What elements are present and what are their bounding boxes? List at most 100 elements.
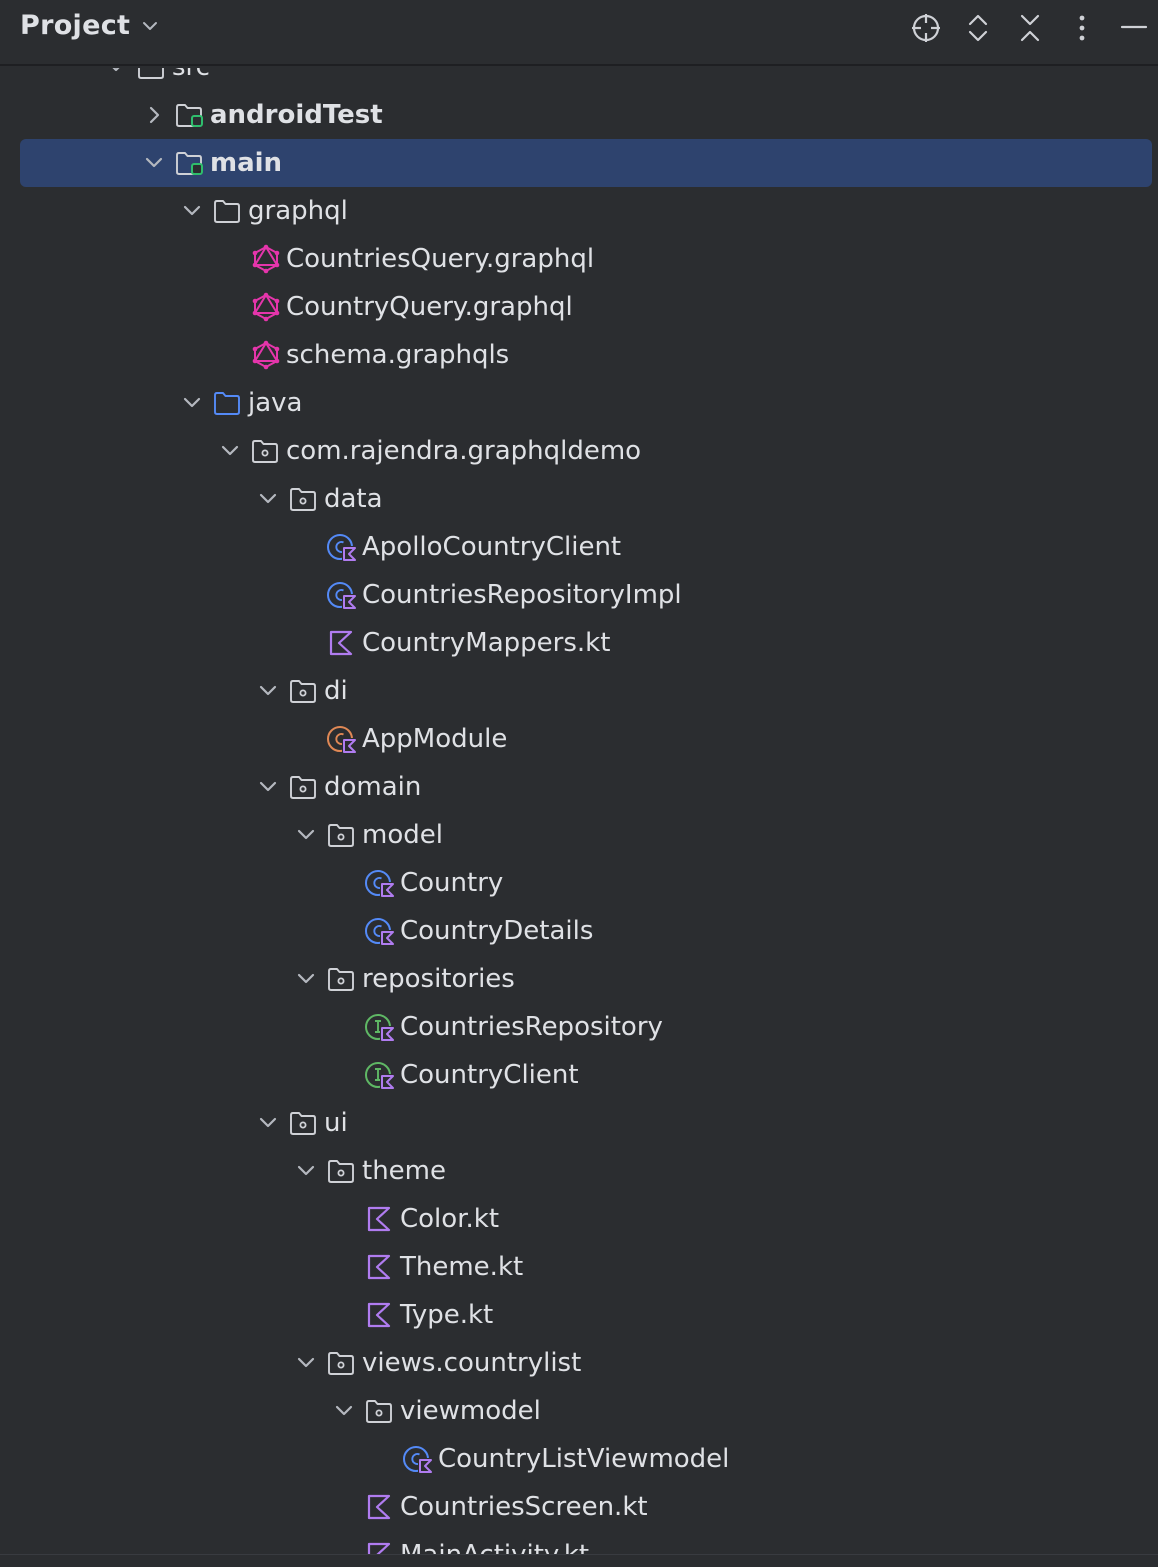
tree-row[interactable]: schema.graphqls — [0, 331, 1158, 379]
kotlin-file-icon — [364, 1300, 396, 1330]
tree-item-label: CountryMappers.kt — [362, 628, 611, 658]
tree-row[interactable]: viewmodel — [0, 1387, 1158, 1435]
tree-row[interactable]: CountryMappers.kt — [0, 619, 1158, 667]
tree-row[interactable]: Theme.kt — [0, 1243, 1158, 1291]
tree-row[interactable]: androidTest — [0, 91, 1158, 139]
kotlin-file-icon — [364, 1252, 396, 1282]
kotlin-class-icon — [364, 868, 396, 898]
tree-item-label: data — [324, 484, 383, 514]
tree-item-label: Type.kt — [400, 1300, 494, 1330]
tree-row[interactable]: Country — [0, 859, 1158, 907]
tree-item-label: MainActivity.kt — [400, 1539, 589, 1554]
kotlin-interface-icon — [364, 1012, 396, 1042]
collapse-all-button[interactable] — [1014, 12, 1046, 44]
tree-item-label: CountriesRepository — [400, 1012, 663, 1042]
kotlin-file-icon — [326, 628, 358, 658]
tree-item-label: CountriesScreen.kt — [400, 1492, 648, 1522]
chevron-down-icon[interactable] — [256, 679, 280, 703]
tree-item-label: main — [210, 148, 283, 178]
tree-item-label: theme — [362, 1156, 446, 1186]
tree-item-label: viewmodel — [400, 1396, 541, 1426]
tree-row[interactable]: CountriesRepositoryImpl — [0, 571, 1158, 619]
expand-all-icon — [968, 14, 988, 42]
tree-row[interactable]: repositories — [0, 955, 1158, 1003]
project-toolwindow-header: Project — [0, 0, 1158, 66]
graphql-icon — [250, 340, 282, 370]
tree-item-label: Country — [400, 868, 504, 898]
tree-row[interactable]: main — [0, 139, 1158, 187]
tree-row[interactable]: CountriesQuery.graphql — [0, 235, 1158, 283]
options-menu-button[interactable] — [1066, 12, 1098, 44]
kotlin-class-icon — [402, 1444, 434, 1474]
folder-icon — [212, 196, 244, 226]
chevron-down-icon[interactable] — [180, 391, 204, 415]
chevron-down-icon[interactable] — [294, 1159, 318, 1183]
tree-row[interactable]: src — [0, 68, 1158, 91]
chevron-down-icon[interactable] — [294, 967, 318, 991]
tree-item-label: graphql — [248, 196, 348, 226]
tree-row[interactable]: CountryQuery.graphql — [0, 283, 1158, 331]
tree-row[interactable]: ApolloCountryClient — [0, 523, 1158, 571]
tree-row[interactable]: MainActivity.kt — [0, 1531, 1158, 1554]
chevron-down-icon[interactable] — [218, 439, 242, 463]
bottom-edge — [0, 1554, 1158, 1567]
package-icon — [326, 820, 358, 850]
chevron-down-icon[interactable] — [256, 487, 280, 511]
tree-row[interactable]: model — [0, 811, 1158, 859]
package-icon — [250, 436, 282, 466]
chevron-down-icon[interactable] — [104, 68, 128, 79]
expand-all-button[interactable] — [962, 12, 994, 44]
tree-item-label: schema.graphqls — [286, 340, 510, 370]
tree-row[interactable]: ui — [0, 1099, 1158, 1147]
tree-item-label: Theme.kt — [400, 1252, 524, 1282]
chevron-right-icon[interactable] — [142, 103, 166, 127]
source-folder-icon — [212, 388, 244, 418]
tree-row[interactable]: java — [0, 379, 1158, 427]
chevron-down-icon[interactable] — [142, 151, 166, 175]
project-tree[interactable]: src androidTest main graphqlCountriesQuery.… — [0, 68, 1158, 1554]
graphql-icon — [250, 244, 282, 274]
tree-row[interactable]: CountriesScreen.kt — [0, 1483, 1158, 1531]
select-opened-file-button[interactable] — [910, 12, 942, 44]
tree-row[interactable]: com.rajendra.graphqldemo — [0, 427, 1158, 475]
tree-row[interactable]: views.countrylist — [0, 1339, 1158, 1387]
kotlin-file-icon — [364, 1492, 396, 1522]
tree-row[interactable]: theme — [0, 1147, 1158, 1195]
tree-row[interactable]: Type.kt — [0, 1291, 1158, 1339]
tree-item-label: domain — [324, 772, 422, 802]
tree-row[interactable]: CountriesRepository — [0, 1003, 1158, 1051]
tree-row[interactable]: data — [0, 475, 1158, 523]
collapse-all-icon — [1020, 14, 1040, 42]
tree-row[interactable]: domain — [0, 763, 1158, 811]
tree-row[interactable]: CountryListViewmodel — [0, 1435, 1158, 1483]
tree-item-label: java — [248, 388, 303, 418]
folder-icon — [136, 68, 168, 82]
tree-row[interactable]: AppModule — [0, 715, 1158, 763]
tree-row[interactable]: graphql — [0, 187, 1158, 235]
package-icon — [326, 1156, 358, 1186]
project-view-selector[interactable]: Project — [20, 10, 160, 41]
chevron-down-icon[interactable] — [294, 823, 318, 847]
kotlin-object-icon — [326, 724, 358, 754]
graphql-icon — [250, 292, 282, 322]
tree-row[interactable]: Color.kt — [0, 1195, 1158, 1243]
tree-item-label: com.rajendra.graphqldemo — [286, 436, 642, 466]
chevron-down-icon[interactable] — [256, 775, 280, 799]
package-icon — [326, 1348, 358, 1378]
tree-row[interactable]: di — [0, 667, 1158, 715]
hide-toolwindow-button[interactable] — [1118, 12, 1150, 44]
chevron-down-icon[interactable] — [256, 1111, 280, 1135]
package-icon — [288, 484, 320, 514]
tree-item-label: androidTest — [210, 100, 383, 130]
tree-row[interactable]: CountryDetails — [0, 907, 1158, 955]
tree-item-label: di — [324, 676, 348, 706]
chevron-down-icon[interactable] — [294, 1351, 318, 1375]
more-vertical-icon — [1079, 15, 1085, 41]
chevron-down-icon[interactable] — [180, 199, 204, 223]
package-icon — [326, 964, 358, 994]
package-icon — [288, 1108, 320, 1138]
chevron-down-icon[interactable] — [332, 1399, 356, 1423]
package-icon — [288, 676, 320, 706]
tree-row[interactable]: CountryClient — [0, 1051, 1158, 1099]
kotlin-file-icon — [364, 1204, 396, 1234]
